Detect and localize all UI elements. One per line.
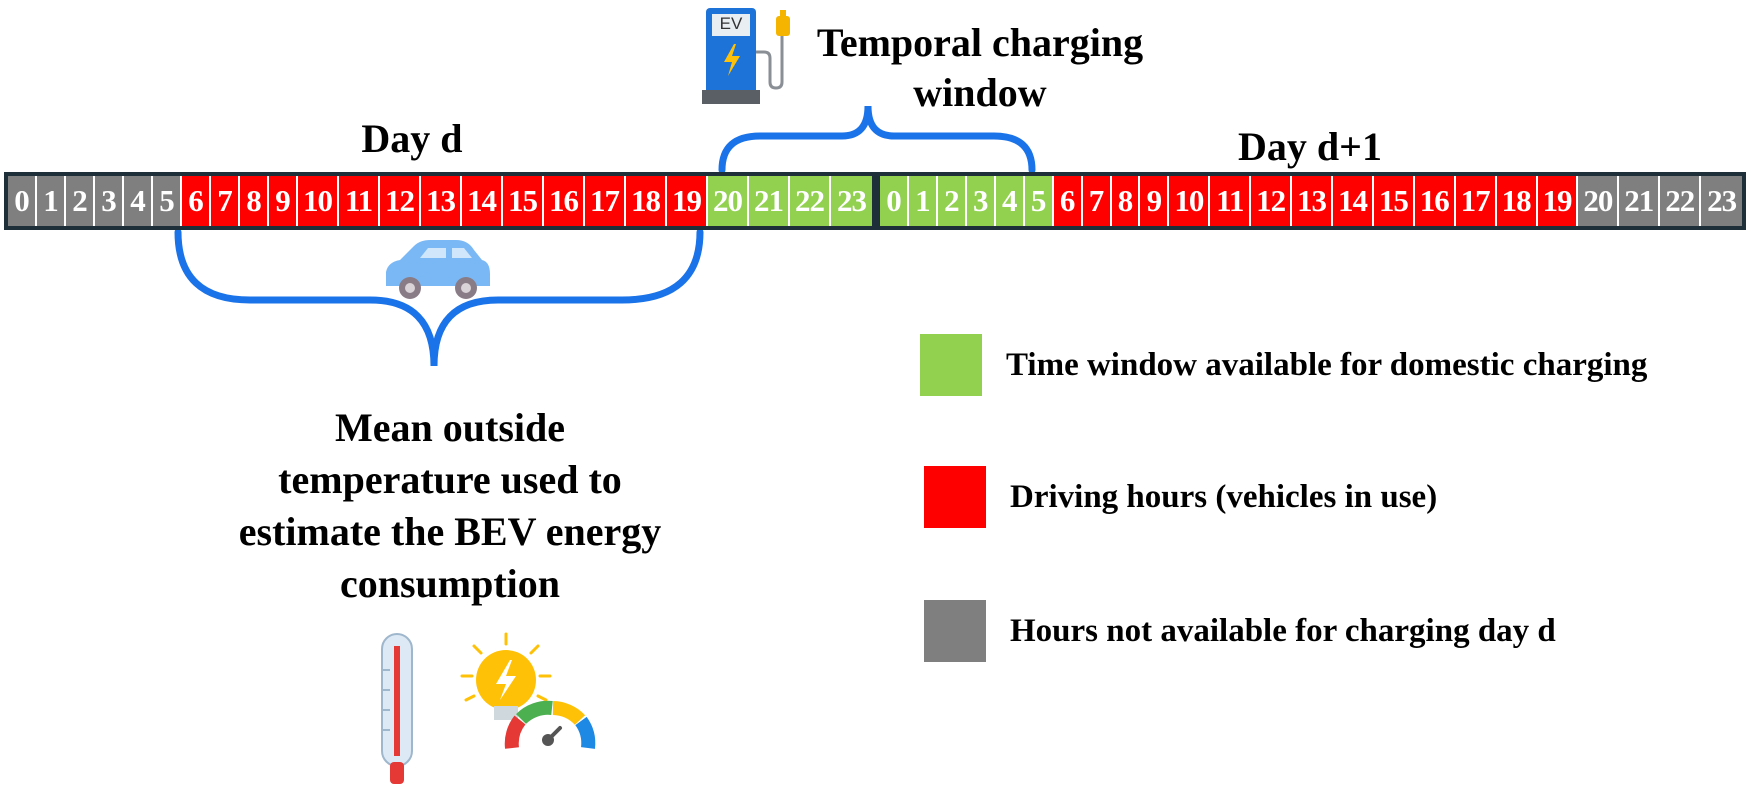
day-d1-hour-2: 2 xyxy=(937,176,967,226)
day-d-hour-4: 4 xyxy=(124,176,153,226)
day-d1-hour-17: 17 xyxy=(1455,176,1497,226)
temperature-note-line-1: Mean outside xyxy=(335,405,565,450)
day-d1-hour-13: 13 xyxy=(1292,176,1333,226)
day-d1-hour-19: 19 xyxy=(1537,176,1579,226)
day-d1-hour-6: 6 xyxy=(1053,176,1083,226)
legend-item-driving: Driving hours (vehicles in use) xyxy=(924,466,1437,528)
day-d1-hour-12: 12 xyxy=(1251,176,1293,226)
day-d-hour-18: 18 xyxy=(626,176,667,226)
charging-window-line2: window xyxy=(913,70,1047,115)
day-d1-hour-1: 1 xyxy=(908,176,938,226)
day-d-hour-14: 14 xyxy=(462,176,503,226)
day-d1-hour-3: 3 xyxy=(966,176,996,226)
day-d-hour-9: 9 xyxy=(269,176,298,226)
temperature-note-line-2: temperature used to xyxy=(278,457,622,502)
legend-item-unavailable: Hours not available for charging day d xyxy=(924,600,1556,662)
legend-text-unavailable: Hours not available for charging day d xyxy=(1010,612,1556,649)
day-d-hour-1: 1 xyxy=(37,176,66,226)
day-d-hour-20: 20 xyxy=(708,176,749,226)
temperature-note: Mean outside temperature used to estimat… xyxy=(190,402,710,610)
temperature-note-line-4: consumption xyxy=(339,561,561,606)
driving-hours-brace xyxy=(174,228,704,367)
day-d-hour-12: 12 xyxy=(380,176,421,226)
charging-window-title: Temporal charging window xyxy=(800,18,1160,118)
day-d1-hour-23: 23 xyxy=(1701,176,1743,226)
day-d1-hour-22: 22 xyxy=(1660,176,1702,226)
ev-charger-label: EV xyxy=(719,14,743,33)
day-d1-hour-5: 5 xyxy=(1024,176,1054,226)
charging-window-line1: Temporal charging xyxy=(816,20,1144,65)
day-d-hour-11: 11 xyxy=(339,176,380,226)
day-d1-label: Day d+1 xyxy=(1238,124,1382,169)
day-d-hour-16: 16 xyxy=(544,176,585,226)
day-d1-hour-18: 18 xyxy=(1496,176,1538,226)
day-d-hour-21: 21 xyxy=(749,176,790,226)
day-d-hour-10: 10 xyxy=(298,176,339,226)
day-d-hour-19: 19 xyxy=(667,176,708,226)
charging-window-brace xyxy=(718,105,1036,174)
legend-swatch-green xyxy=(920,334,982,396)
legend-swatch-gray xyxy=(924,600,986,662)
day-d1-hour-14: 14 xyxy=(1333,176,1374,226)
day-d1-hour-9: 9 xyxy=(1140,176,1170,226)
day-d-hour-0: 0 xyxy=(8,176,37,226)
day-d1-hour-8: 8 xyxy=(1111,176,1141,226)
legend-item-charging: Time window available for domestic charg… xyxy=(920,334,1647,396)
day-d-hour-22: 22 xyxy=(790,176,831,226)
day-d-hour-5: 5 xyxy=(153,176,182,226)
day-d1-hour-15: 15 xyxy=(1373,176,1415,226)
day-d-hour-13: 13 xyxy=(421,176,462,226)
day-d1-hour-20: 20 xyxy=(1578,176,1620,226)
day-d-hour-15: 15 xyxy=(503,176,544,226)
day-d1-hour-11: 11 xyxy=(1210,176,1252,226)
day-d-hour-6: 6 xyxy=(182,176,211,226)
day-d-hour-17: 17 xyxy=(585,176,626,226)
day-d1-hour-10: 10 xyxy=(1169,176,1211,226)
day-d1-hour-0: 0 xyxy=(880,176,909,226)
day-d1-hour-21: 21 xyxy=(1619,176,1661,226)
day-d1-hour-16: 16 xyxy=(1414,176,1456,226)
day-d-label: Day d xyxy=(361,116,463,161)
temperature-note-line-3: estimate the BEV energy xyxy=(238,509,662,554)
day-d-hour-8: 8 xyxy=(240,176,269,226)
legend-text-charging: Time window available for domestic charg… xyxy=(1006,346,1648,383)
legend-swatch-red xyxy=(924,466,986,528)
day-d-hour-23: 23 xyxy=(831,176,872,226)
day-d1-hour-7: 7 xyxy=(1082,176,1112,226)
legend-text-driving: Driving hours (vehicles in use) xyxy=(1010,478,1438,515)
day-d-hour-3: 3 xyxy=(95,176,124,226)
day-d-hour-7: 7 xyxy=(211,176,240,226)
day-d-hour-2: 2 xyxy=(66,176,95,226)
day-d1-hour-4: 4 xyxy=(995,176,1025,226)
